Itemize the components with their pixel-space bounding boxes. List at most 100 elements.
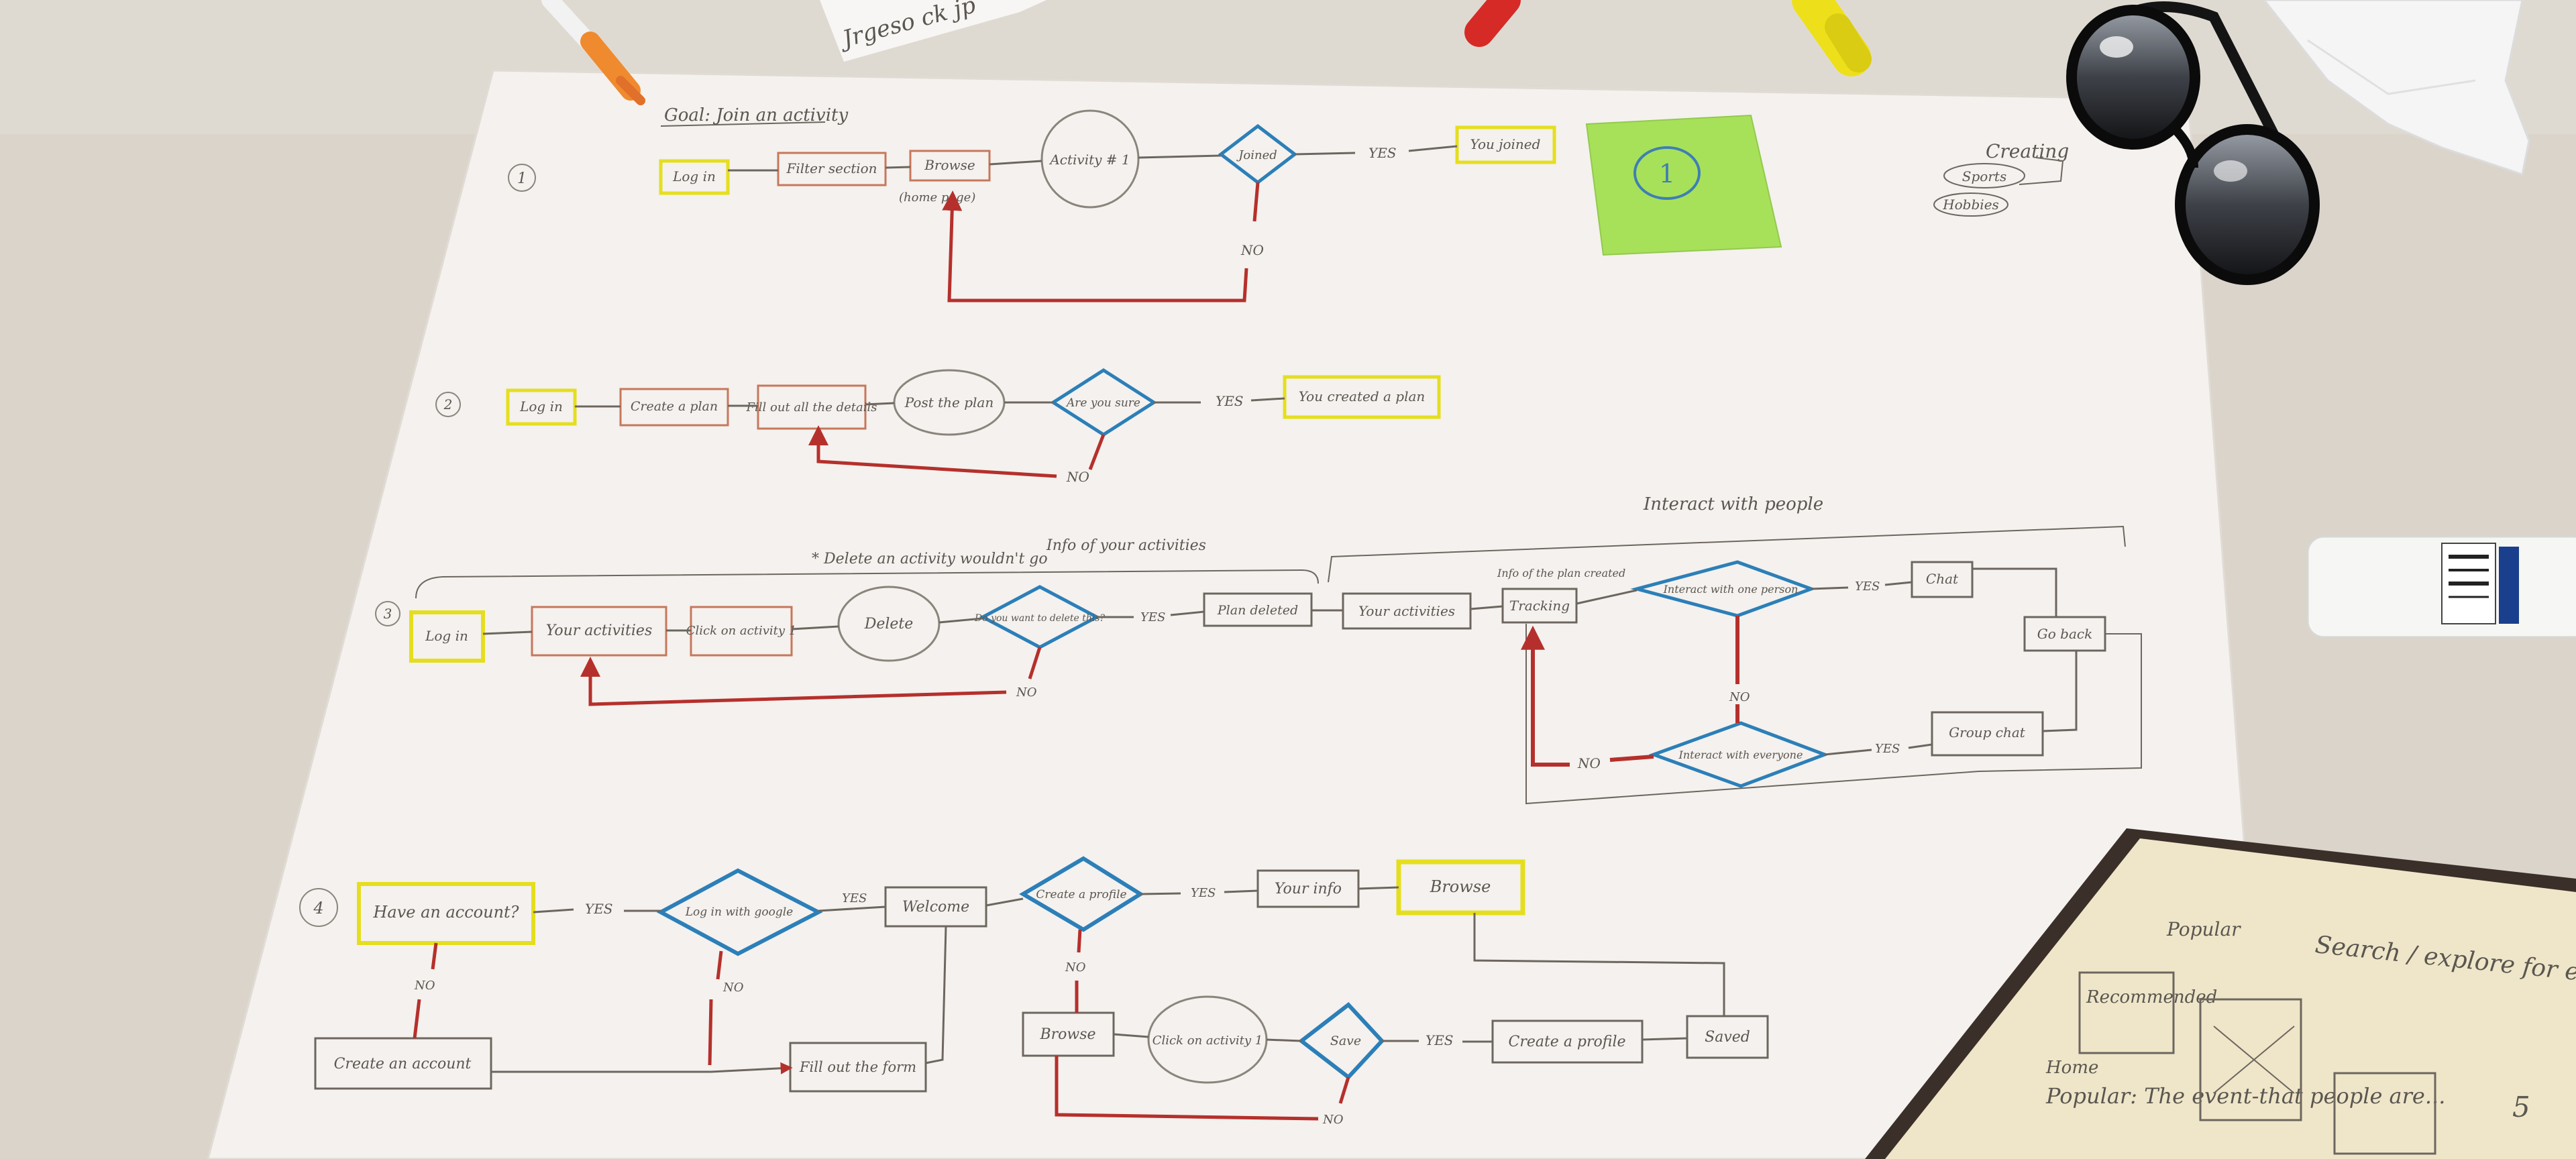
- group-label: Interact with people: [1643, 494, 1823, 514]
- f1-node-you-joined: [1455, 125, 1556, 164]
- node-label: Browse: [1430, 877, 1491, 896]
- f3-node-group-chat: [1931, 711, 2044, 757]
- sunglasses-icon: [2066, 1, 2320, 285]
- notebook-label: Popular: The event-that people are...: [2045, 1083, 2445, 1109]
- no-label: NO: [414, 979, 435, 993]
- yes-label: YES: [1191, 886, 1216, 900]
- no-label: NO: [1577, 755, 1601, 771]
- f1-node-login: [659, 159, 730, 195]
- node-label: Click on activity 1: [1152, 1034, 1263, 1048]
- node-label: Filter section: [786, 160, 877, 176]
- f4-node-create-account: [314, 1037, 492, 1090]
- node-label: Go back: [2037, 626, 2092, 642]
- orange-marker-icon: [541, 0, 645, 105]
- f4-decision-create-profile: [1019, 856, 1144, 932]
- node-label: Click on activity 1: [686, 624, 796, 638]
- group-label: * Delete an activity wouldn't go: [812, 551, 1048, 567]
- node-label: Saved: [1705, 1029, 1750, 1046]
- crumpled-paper: [2263, 0, 2530, 176]
- node-label: Create an account: [334, 1056, 472, 1072]
- node-label: You joined: [1470, 136, 1541, 152]
- sticky-note-label: 1: [1659, 159, 1675, 188]
- node-note: (home page): [899, 190, 975, 205]
- node-label: Your info: [1275, 881, 1342, 897]
- no-label: NO: [722, 981, 744, 995]
- node-label: Log in: [425, 628, 468, 644]
- node-label: Do you want to delete this?: [974, 613, 1106, 624]
- notebook-label: Popular: [2166, 918, 2241, 940]
- node-label: Browse: [924, 157, 975, 173]
- flow-4: 4 Have an account? Log in with google We…: [299, 856, 1769, 1127]
- f1-node-filter: [777, 152, 887, 186]
- node-label: Welcome: [902, 899, 969, 916]
- node-label: Tracking: [1509, 598, 1570, 614]
- node-note: Info of the plan created: [1497, 567, 1625, 580]
- node-label: Create a profile: [1036, 888, 1126, 901]
- f4-node-have-account: [357, 882, 535, 945]
- node-label: Your activities: [1358, 603, 1455, 619]
- node-label: Log in with google: [685, 905, 794, 919]
- yes-label: YES: [1216, 393, 1244, 409]
- yes-label: YES: [585, 901, 613, 917]
- sketch-notebook: Search / explore for event Popular Recom…: [1865, 828, 2576, 1159]
- node-label: Fill out the form: [799, 1059, 916, 1075]
- node-label: Your activities: [546, 622, 653, 639]
- node-label: Joined: [1236, 148, 1277, 162]
- yellow-marker-icon: [1792, 0, 1872, 76]
- yes-label: YES: [1426, 1032, 1454, 1048]
- yes-label: YES: [842, 891, 867, 905]
- notebook-label: Recommended: [2086, 987, 2217, 1007]
- node-label: Group chat: [1949, 724, 2026, 740]
- node-label: Create a plan: [631, 399, 718, 414]
- node-label: Fill out all the details: [746, 400, 877, 415]
- node-label: Interact with one person: [1663, 583, 1799, 596]
- node-label: Log in: [672, 168, 716, 184]
- sticky-note: 1: [1585, 114, 1782, 256]
- node-label: Save: [1330, 1034, 1361, 1048]
- flow-2: 2 Log in Create a plan Fill out all the …: [435, 368, 1441, 485]
- no-label: NO: [1240, 242, 1264, 258]
- glue-tube: [2306, 535, 2576, 639]
- notebook-page-number: 5: [2512, 1091, 2530, 1123]
- node-label: Chat: [1926, 571, 1959, 587]
- yes-label: YES: [1140, 610, 1165, 624]
- node-label: Plan deleted: [1217, 603, 1298, 618]
- yes-label: YES: [1875, 742, 1900, 756]
- notebook-label: Home: [2045, 1058, 2098, 1078]
- no-label: NO: [1016, 685, 1037, 700]
- f3-node-chat: [1911, 561, 1974, 598]
- f1-node-browse: [909, 150, 991, 182]
- no-label: NO: [1729, 690, 1750, 704]
- f3-decision-everyone: [1648, 721, 1830, 788]
- legend-item: Sports: [1962, 168, 2006, 184]
- f4-node-saved: [1686, 1015, 1769, 1059]
- flow-number: 3: [384, 606, 392, 622]
- flow-number: 1: [517, 170, 527, 187]
- flow-number: 2: [443, 396, 453, 412]
- legend: Creating Sports Hobbies: [1933, 140, 2069, 217]
- legend-title: Creating: [1986, 140, 2069, 162]
- yes-label: YES: [1855, 580, 1880, 594]
- node-label: Activity # 1: [1049, 152, 1130, 168]
- legend-item: Hobbies: [1942, 197, 1999, 213]
- node-label: Create a profile: [1508, 1034, 1625, 1050]
- node-label: Post the plan: [904, 394, 994, 410]
- f1-node-activity: [1040, 109, 1140, 209]
- node-label: You created a plan: [1299, 388, 1426, 404]
- f2-node-created: [1283, 375, 1441, 419]
- f3-node-tracking: [1501, 588, 1578, 624]
- flow-3: * Delete an activity wouldn't go Info of…: [375, 494, 2142, 805]
- node-label: Have an account?: [372, 903, 519, 922]
- f3-node-delete: [837, 586, 941, 662]
- flow-number: 4: [313, 899, 323, 918]
- f4-decision-google: [656, 868, 823, 956]
- node-label: Log in: [519, 398, 563, 415]
- node-label: Browse: [1039, 1026, 1095, 1043]
- f3-node-login: [409, 610, 485, 663]
- flow-1: 1 Log in Filter section Browse (home pag…: [508, 109, 1556, 302]
- node-label: Interact with everyone: [1678, 749, 1803, 761]
- group-label: Info of your activities: [1046, 537, 1206, 554]
- node-label: Delete: [864, 616, 914, 632]
- no-label: NO: [1065, 960, 1086, 975]
